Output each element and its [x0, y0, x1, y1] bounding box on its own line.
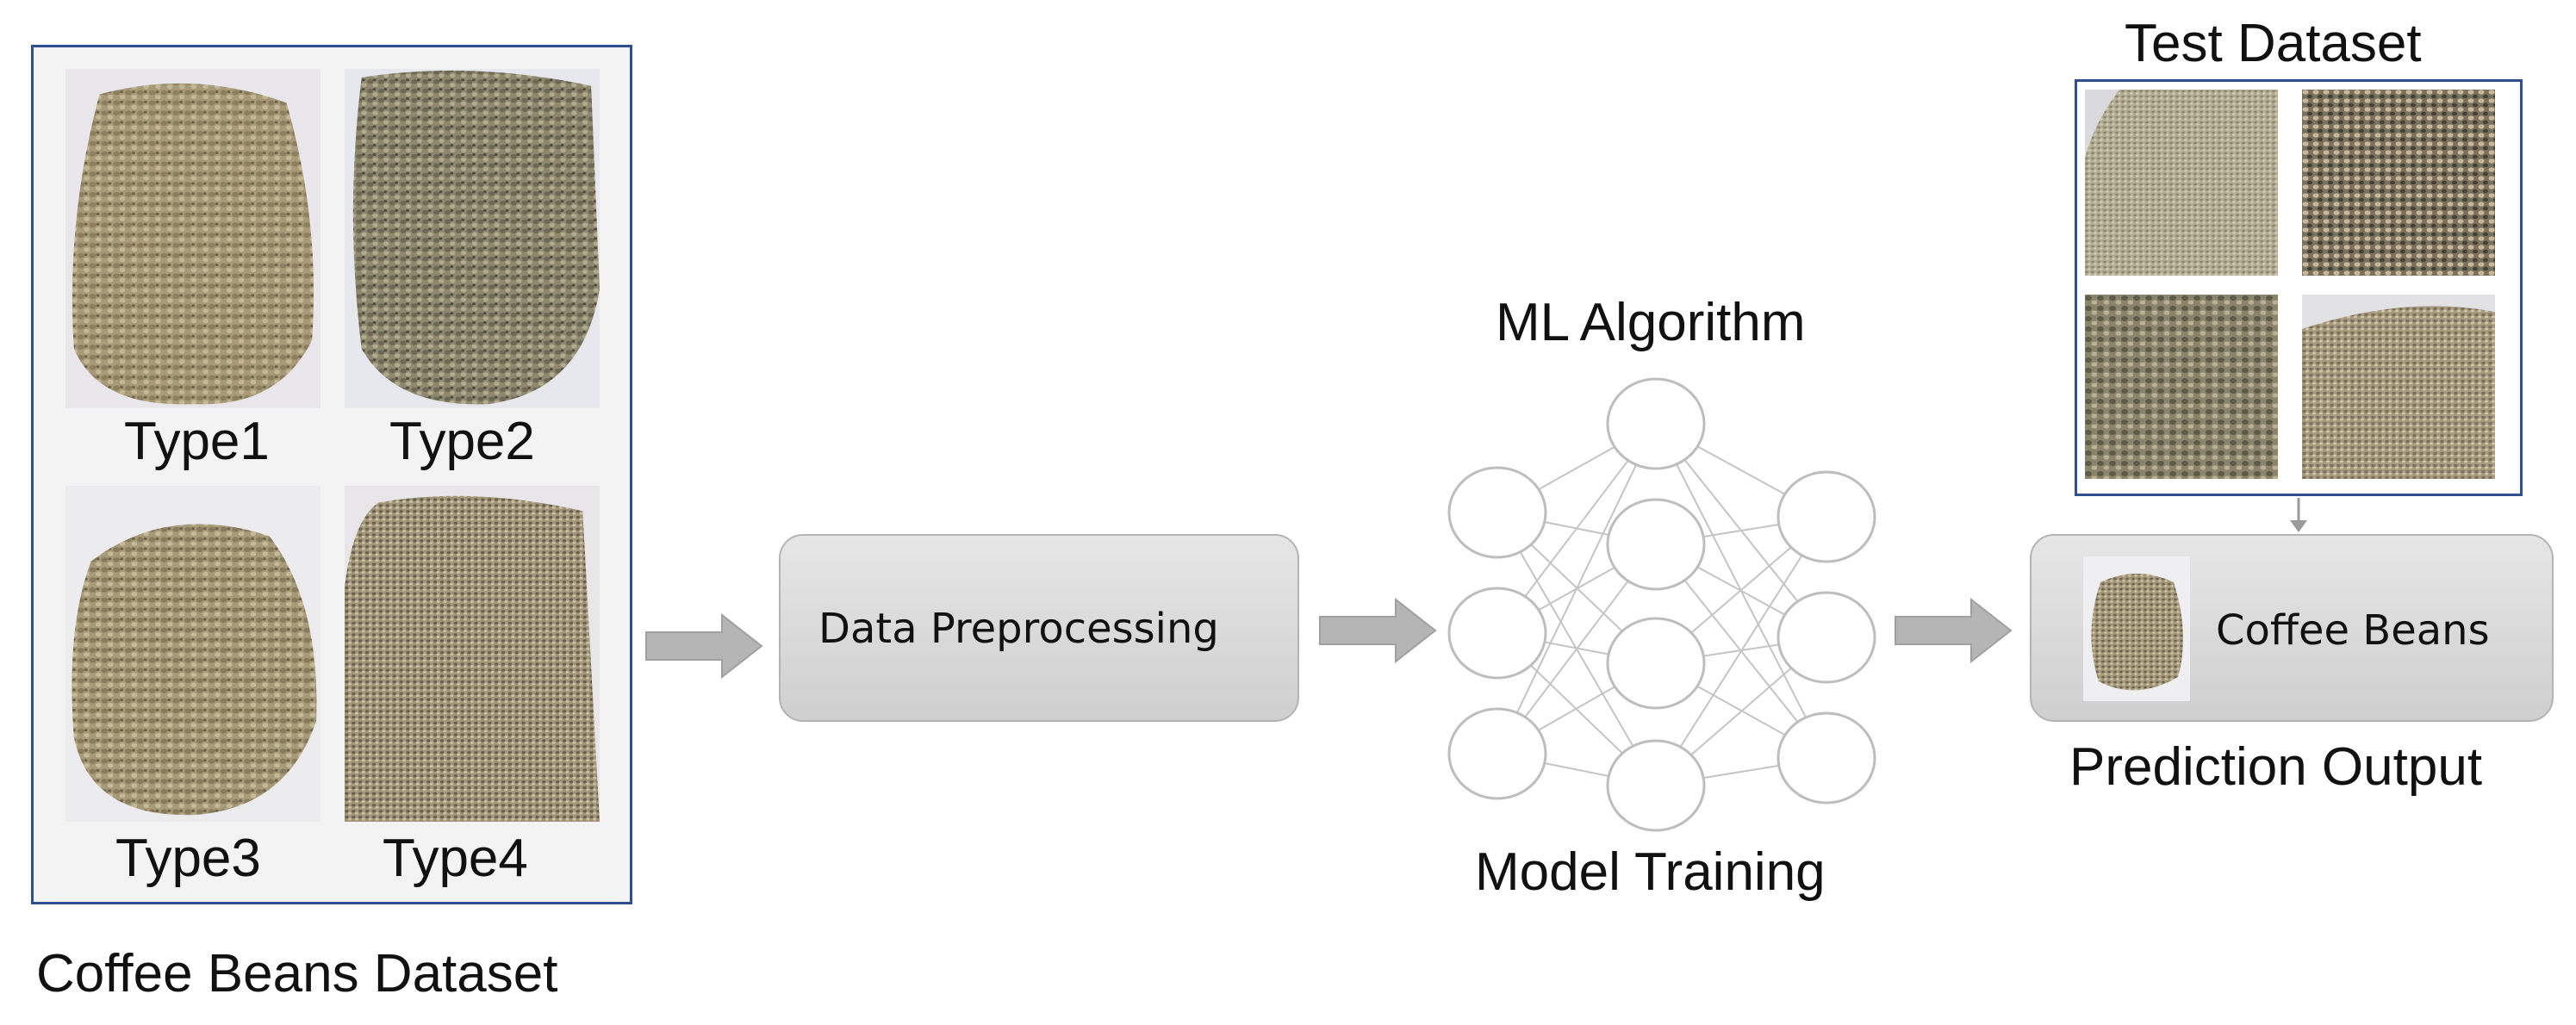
dataset-caption: Coffee Beans Dataset: [36, 944, 558, 1003]
test-dataset-title: Test Dataset: [2125, 14, 2422, 73]
type3-image: [65, 486, 320, 822]
type2-image: [345, 69, 600, 408]
prediction-output-caption: Prediction Output: [2069, 737, 2483, 797]
test-image-2: [2302, 90, 2495, 276]
type4-image: [345, 486, 600, 822]
coffee-beans-label: Coffee Beans: [2216, 606, 2490, 655]
arrow-right-icon: [1319, 598, 1437, 663]
test-image-3: [2085, 295, 2278, 479]
data-preprocessing-label: Data Preprocessing: [818, 605, 1219, 653]
arrow-down-icon: [2290, 498, 2307, 532]
neural-network-icon: [1447, 377, 1876, 832]
test-image-4: [2302, 295, 2495, 479]
type2-label: Type2: [389, 412, 535, 471]
arrow-right-icon: [1895, 598, 2013, 663]
prediction-output-box: Coffee Beans: [2030, 534, 2554, 722]
model-training-label: Model Training: [1475, 842, 1826, 902]
test-image-1: [2085, 90, 2278, 276]
type1-image: [65, 69, 320, 408]
data-preprocessing-box: Data Preprocessing: [779, 534, 1299, 722]
output-bean-image: [2083, 556, 2190, 701]
arrow-right-icon: [645, 613, 763, 679]
type3-label: Type3: [115, 829, 261, 888]
type1-label: Type1: [124, 412, 270, 471]
type4-label: Type4: [383, 829, 528, 888]
ml-algorithm-label: ML Algorithm: [1496, 293, 1806, 352]
